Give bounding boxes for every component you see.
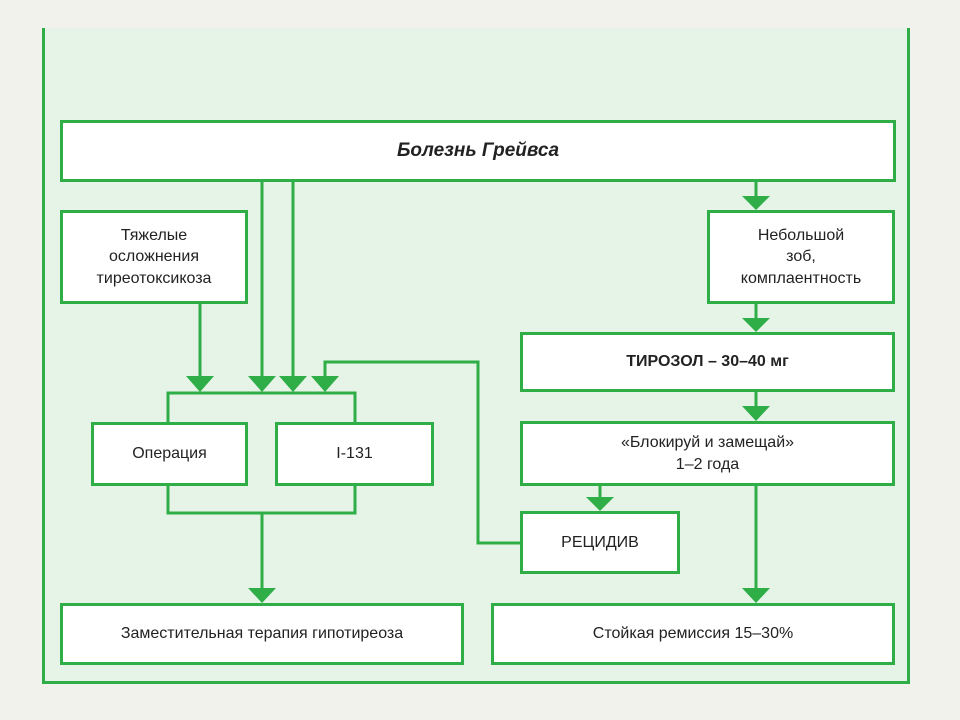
arrow-head <box>248 588 276 603</box>
arrow-head <box>186 376 214 392</box>
arrow-head <box>742 318 770 332</box>
connector-line <box>166 391 357 424</box>
connector-line <box>323 360 520 545</box>
complications-box: Тяжелые осложнения тиреотоксикоза <box>60 210 248 304</box>
arrow-head <box>311 376 339 392</box>
operation-box: Операция <box>91 422 248 486</box>
stable-remission-box: Стойкая ремиссия 15–30% <box>491 603 895 665</box>
arrow-head <box>586 497 614 511</box>
connector-line <box>166 484 357 515</box>
tyrosol-box: ТИРОЗОЛ – 30–40 мг <box>520 332 895 392</box>
arrow-head <box>279 376 307 392</box>
arrow-head <box>248 376 276 392</box>
arrow-head <box>742 196 770 210</box>
replacement-therapy-box: Заместительная терапия гипотиреоза <box>60 603 464 665</box>
arrow-head <box>742 588 770 603</box>
block-and-replace-box: «Блокируй и замещай» 1–2 года <box>520 421 895 486</box>
graves-disease-box: Болезнь Грейвса <box>60 120 896 182</box>
arrow-head <box>742 406 770 421</box>
relapse-box: РЕЦИДИВ <box>520 511 680 574</box>
small-goiter-box: Небольшой зоб, комплаентность <box>707 210 895 304</box>
i131-box: I-131 <box>275 422 434 486</box>
